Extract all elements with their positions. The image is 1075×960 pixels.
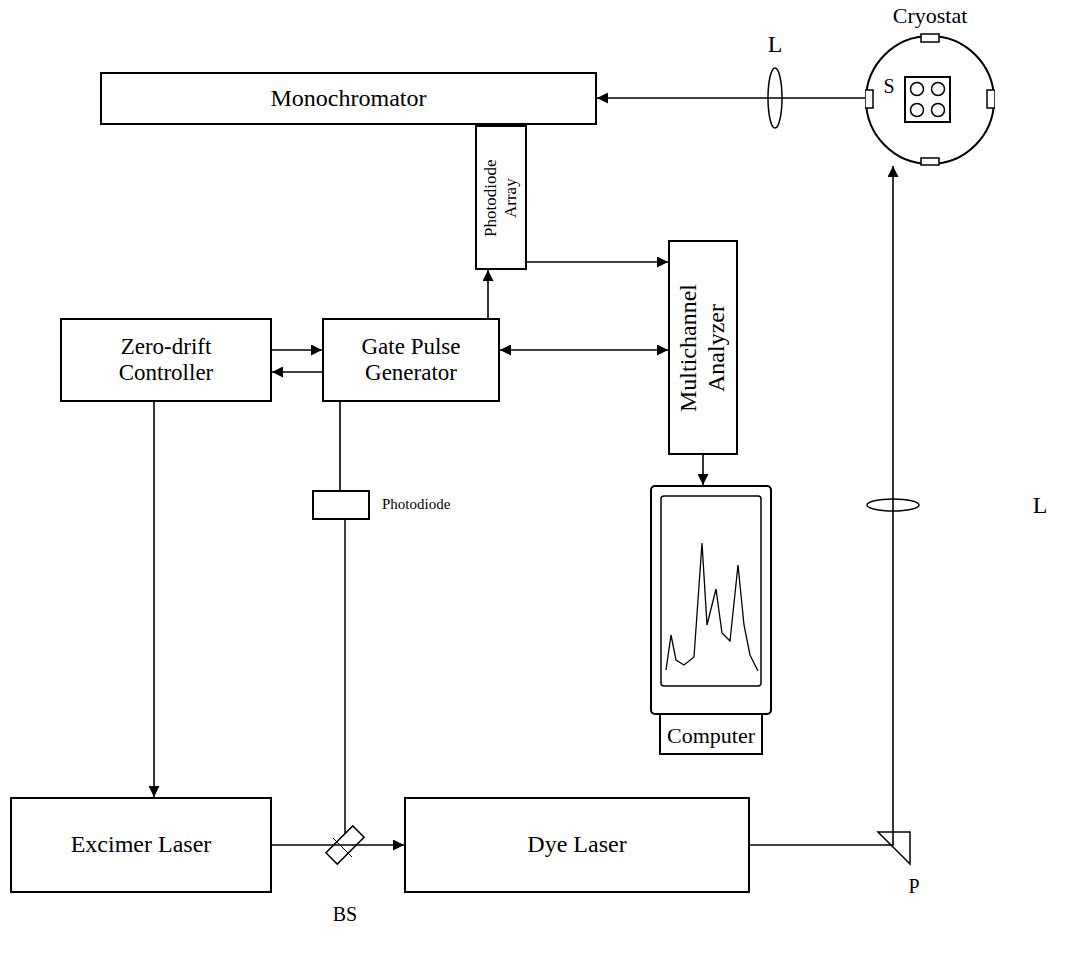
- generator-box: Gate Pulse Generator: [322, 318, 500, 402]
- node-label: Gate Pulse Generator: [346, 334, 476, 387]
- prism: [878, 832, 910, 864]
- sample-holder: [905, 77, 950, 122]
- node-label: Multichannel Analyzer: [675, 273, 730, 423]
- signal-arrow: [272, 844, 404, 846]
- node-label: Computer: [667, 723, 755, 748]
- node-label: Zero-drift Controller: [91, 334, 241, 387]
- signal-arrow: [527, 261, 668, 263]
- analyzer-box: Multichannel Analyzer: [668, 240, 738, 455]
- part-label: L: [1031, 492, 1050, 519]
- photodiode-box: Photodiode: [312, 490, 370, 520]
- node-heading: Cryostat: [893, 3, 968, 28]
- part-label: P: [906, 875, 921, 898]
- node-label: Dye Laser: [527, 831, 626, 859]
- signal-arrow: [272, 349, 322, 351]
- signal-arrow: [487, 270, 489, 318]
- part-label: BS: [331, 903, 359, 926]
- part-label: L: [766, 31, 785, 58]
- node-label: Monochromator: [271, 85, 427, 113]
- beam-splitter-face: [333, 838, 352, 857]
- monochromator-box: Monochromator: [100, 72, 597, 125]
- signal-arrow: [702, 455, 704, 485]
- beam-split-line: [344, 520, 346, 835]
- node-label: Photodiode Array: [481, 148, 520, 248]
- controller-box: Zero-drift Controller: [60, 318, 272, 402]
- part-label: S: [881, 75, 896, 98]
- monitor-drawing: [650, 485, 772, 755]
- signal-arrow: [597, 97, 865, 99]
- signal-arrow: [153, 402, 155, 797]
- laser-box: Dye Laser: [404, 797, 750, 893]
- spectrum-trace: [666, 543, 758, 671]
- laser-box: Excimer Laser: [10, 797, 272, 893]
- node-label: Photodiode: [382, 496, 450, 513]
- computer-monitor: Computer: [650, 485, 772, 755]
- signal-arrow: [500, 349, 668, 351]
- photodiode-array-box: Photodiode Array: [475, 125, 526, 270]
- node-label: Excimer Laser: [71, 831, 212, 859]
